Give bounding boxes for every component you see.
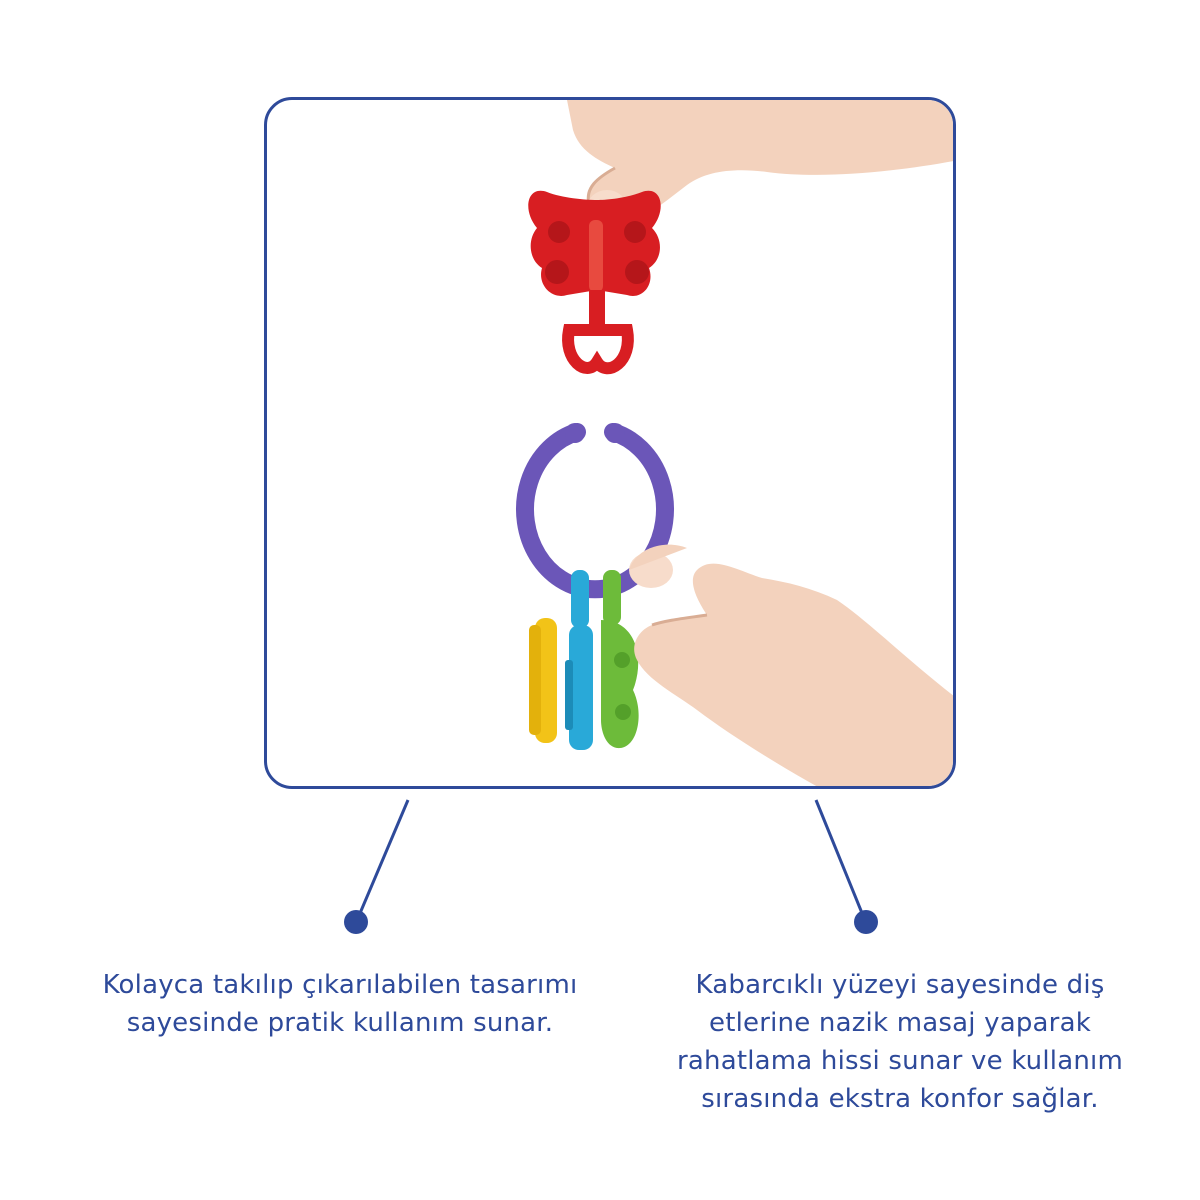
caption-line: Kolayca takılıp çıkarılabilen tasarımı xyxy=(102,970,578,1000)
left-callout-line xyxy=(344,799,410,934)
caption-easy-attach: Kolayca takılıp çıkarılabilen tasarımı s… xyxy=(60,966,620,1042)
bottom-hand-icon xyxy=(629,544,953,786)
caption-line: sırasında ekstra konfor sağlar. xyxy=(701,1084,1099,1114)
product-illustration xyxy=(516,100,953,786)
green-key-icon xyxy=(601,570,639,749)
left-callout-dot-icon xyxy=(344,910,368,934)
ring-teether-icon xyxy=(516,423,674,599)
caption-line: Kabarcıklı yüzeyi sayesinde diş xyxy=(695,970,1105,1000)
blue-key-icon xyxy=(565,570,593,750)
butterfly-teether-icon xyxy=(528,190,661,375)
yellow-key-icon xyxy=(529,618,557,743)
right-callout-dot-icon xyxy=(854,910,878,934)
product-image-frame xyxy=(264,97,956,789)
caption-line: etlerine nazik masaj yaparak xyxy=(709,1008,1091,1038)
caption-line: rahatlama hissi sunar ve kullanım xyxy=(677,1046,1123,1076)
right-callout-line xyxy=(814,799,878,934)
caption-line: sayesinde pratik kullanım sunar. xyxy=(126,1008,554,1038)
caption-textured-surface: Kabarcıklı yüzeyi sayesinde diş etlerine… xyxy=(620,966,1180,1118)
